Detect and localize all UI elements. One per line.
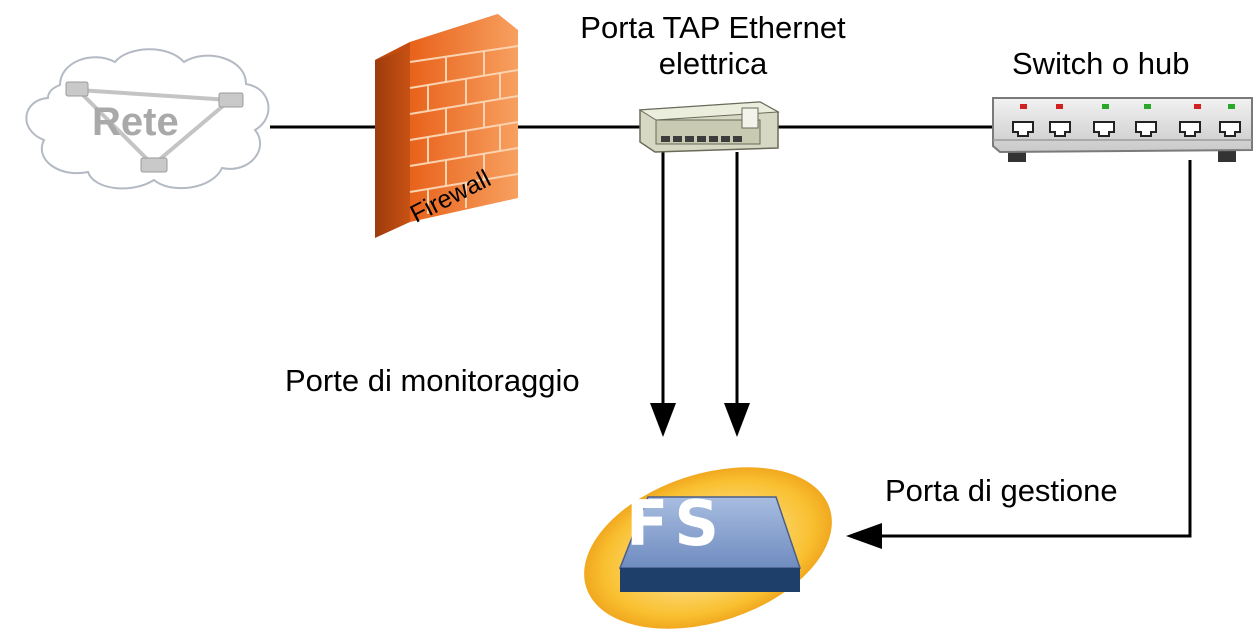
arrow-down-1 bbox=[650, 403, 676, 437]
cloud-network-icon bbox=[25, 48, 270, 190]
line-management bbox=[878, 160, 1192, 538]
tap-label-line1: Porta TAP Ethernet bbox=[580, 10, 846, 45]
ethernet-tap-device-icon bbox=[638, 101, 780, 153]
arrow-heads bbox=[650, 403, 882, 549]
monitoring-ports-label: Porte di monitoraggio bbox=[285, 363, 580, 398]
management-port-label: Porta di gestione bbox=[885, 473, 1118, 508]
fs-appliance-icon bbox=[584, 467, 832, 629]
tap-label-line2: elettrica bbox=[658, 46, 768, 81]
arrow-down-2 bbox=[724, 403, 750, 437]
switch-hub-icon bbox=[992, 97, 1253, 162]
network-cloud-label: Rete bbox=[92, 100, 179, 144]
brick-wall-icon bbox=[375, 14, 519, 238]
arrow-left-management bbox=[846, 523, 882, 549]
appliance-label: FS bbox=[626, 487, 726, 560]
tap-label: Porta TAP Ethernet elettrica bbox=[548, 10, 878, 82]
switch-label: Switch o hub bbox=[1012, 46, 1190, 81]
